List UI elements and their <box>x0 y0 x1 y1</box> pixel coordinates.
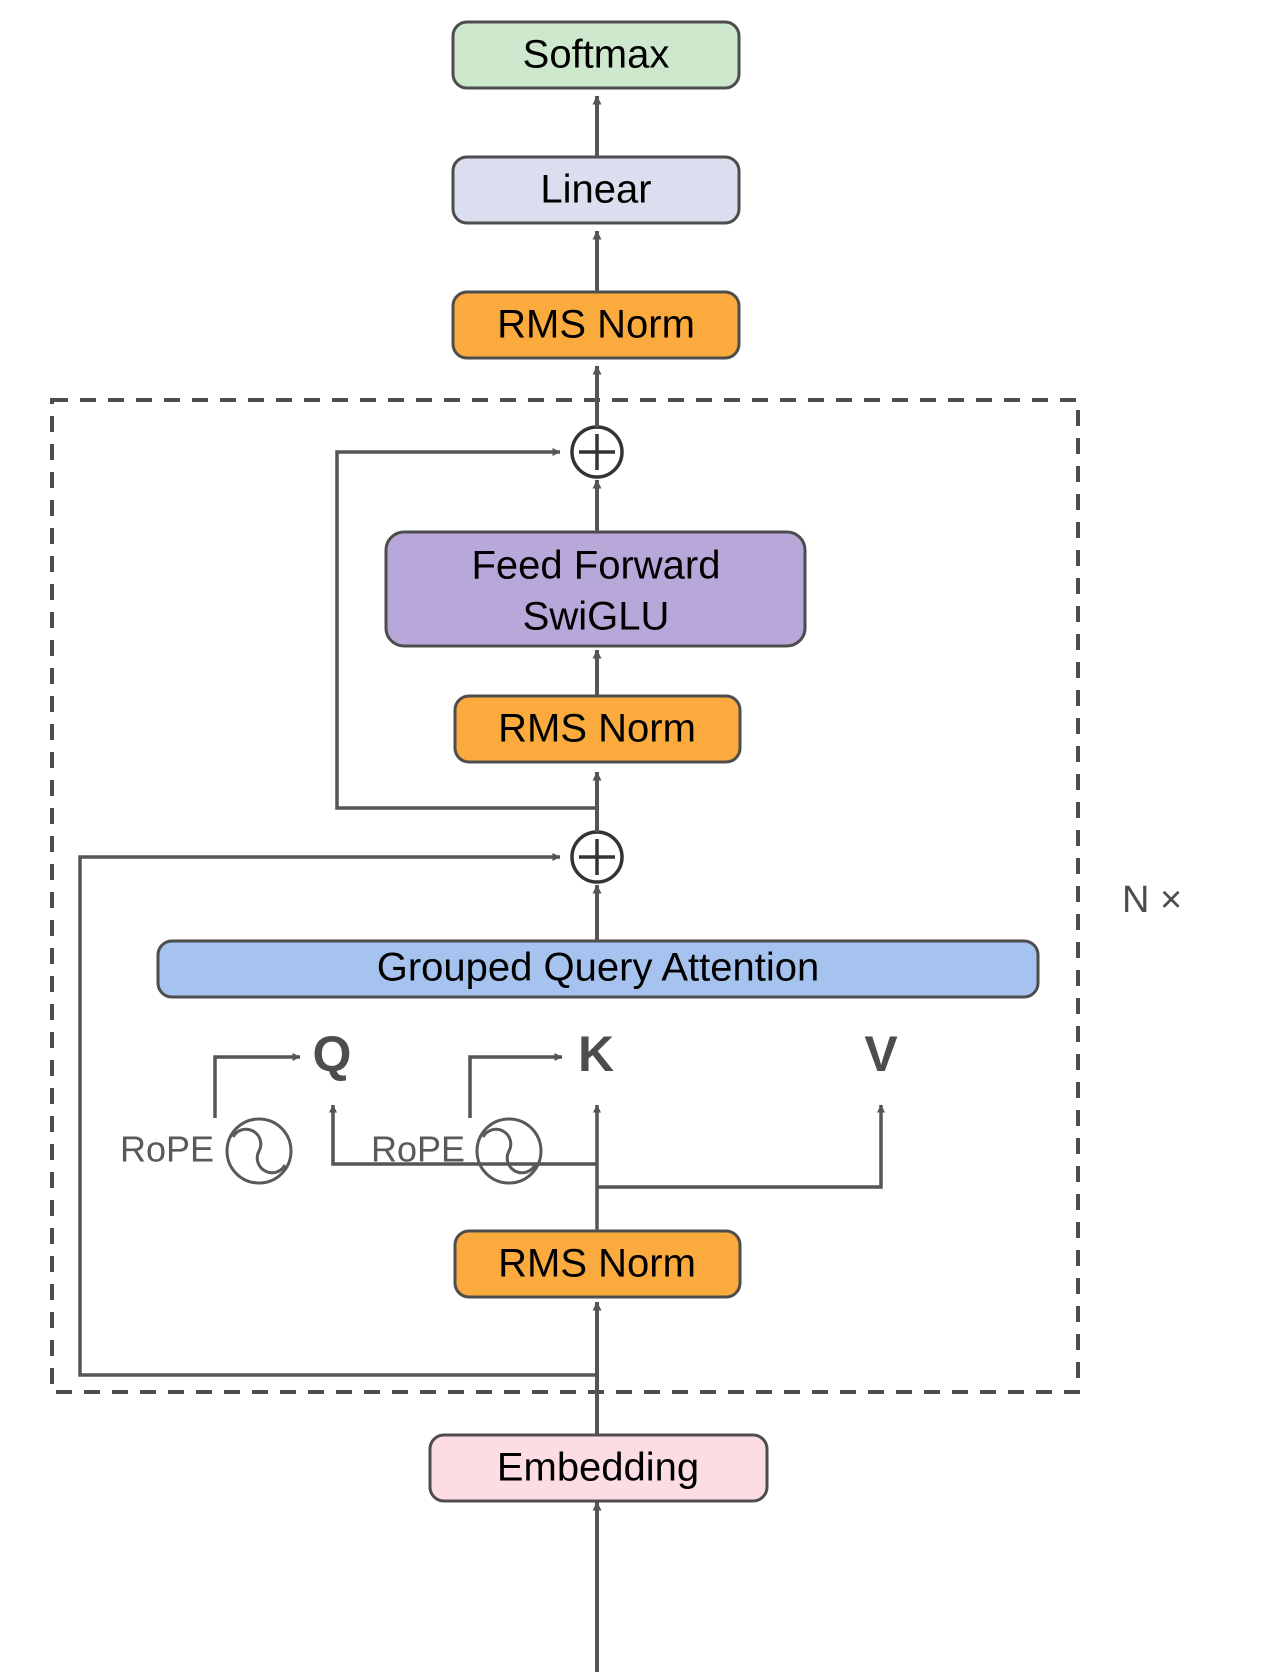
rope-key-to-k-path <box>468 1053 563 1118</box>
ffn-rms-norm-label: RMS Norm <box>498 707 696 751</box>
repeat-count-label: N × <box>1122 879 1182 921</box>
feed-forward-label-line1: Feed Forward <box>472 544 721 588</box>
rope-query-to-q-path <box>213 1053 301 1118</box>
key-label: K <box>578 1026 614 1082</box>
attention-residual-add-operator <box>570 830 624 884</box>
embedding-label: Embedding <box>497 1446 699 1490</box>
feed-forward-label-line2: SwiGLU <box>523 595 670 639</box>
attention-residual-skip-path <box>78 853 597 1377</box>
attention-rms-norm-label: RMS Norm <box>498 1242 696 1286</box>
query-label: Q <box>313 1026 352 1082</box>
value-projection-path <box>597 1104 885 1189</box>
rope-query-label: RoPE <box>120 1129 214 1170</box>
softmax-box[interactable] <box>451 20 741 90</box>
value-label: V <box>864 1026 898 1082</box>
repeat-block-frame <box>50 398 1080 1394</box>
rope-key-sine-wave-circle-icon <box>475 1117 543 1185</box>
rope-key-label: RoPE <box>371 1129 465 1170</box>
ffn-residual-add-operator <box>570 425 624 479</box>
final-rms-norm-label: RMS Norm <box>497 303 695 347</box>
softmax-label: Softmax <box>523 33 670 77</box>
linear-label: Linear <box>540 168 651 212</box>
ffn-residual-skip-path <box>335 448 597 810</box>
grouped-query-attention-label: Grouped Query Attention <box>377 946 820 990</box>
rope-query-sine-wave-circle-icon <box>225 1117 293 1185</box>
